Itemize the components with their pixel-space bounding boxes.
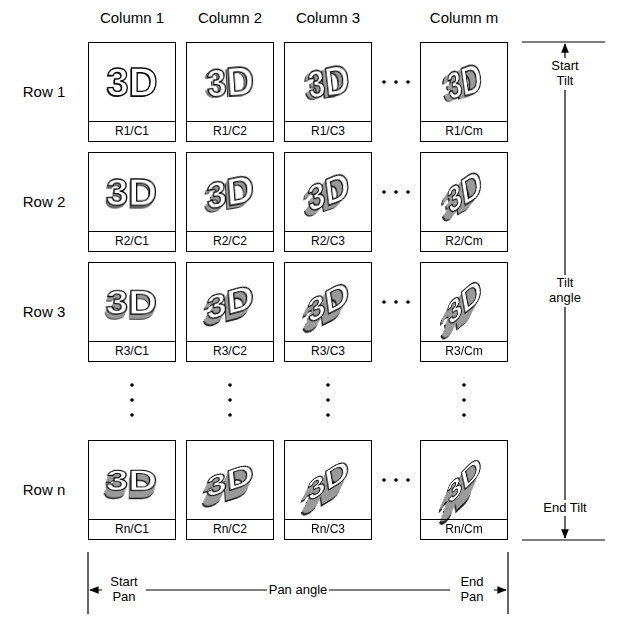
tilt-axis [522,42,605,540]
panel-caption: Rn/Cm [421,519,507,539]
view-area: 3D [89,153,175,231]
panel-caption: R2/C2 [187,231,273,251]
view-area: 3D [187,43,273,121]
extruded-3d-text: 3D [206,168,256,215]
view-panel: 3D R1/C2 [186,42,274,142]
view-panel: 3D R3/C2 [186,262,274,362]
panel-caption: R1/Cm [421,121,507,141]
axis-label: Start Pan [102,574,146,606]
panel-caption: R3/Cm [421,341,507,361]
view-panel: 3D R1/Cm [420,42,508,142]
extruded-3d-text: 3D [207,279,257,325]
panel-caption: R2/Cm [421,231,507,251]
extruded-3d-text: 3D [106,173,158,211]
grid-label: Column m [430,9,498,26]
grid-label: Row 1 [23,83,66,100]
panel-caption: R1/C3 [285,121,371,141]
view-area: 3D [421,153,507,231]
extruded-3d-text: 3D [307,165,353,218]
panel-caption: R3/C1 [89,341,175,361]
panel-caption: R2/C3 [285,231,371,251]
view-area: 3D [421,43,507,121]
view-panel: 3D Rn/Cm [420,440,508,540]
view-panel: 3D R2/C2 [186,152,274,252]
grid-label: Column 3 [296,9,360,26]
axis-label: Pan angle [267,582,330,599]
view-panel: 3D R1/C1 [88,42,176,142]
extruded-3d-text: 3D [307,455,353,507]
extruded-3d-text: 3D [106,62,157,102]
view-area: 3D [89,441,175,519]
extruded-3d-text: 3D [446,273,485,332]
panel-caption: R2/C1 [89,231,175,251]
extruded-3d-text: 3D [307,275,353,329]
extruded-3d-text: 3D [206,59,256,103]
extruded-3d-text: 3D [446,163,485,220]
view-panel: 3D R2/Cm [420,152,508,252]
panel-caption: R1/C2 [187,121,273,141]
view-area: 3D [285,263,371,341]
view-panel: 3D R2/C3 [284,152,372,252]
view-panel: 3D R3/Cm [420,262,508,362]
extruded-3d-text: 3D [307,57,353,104]
grid-label: Column 1 [100,9,164,26]
view-area: 3D [187,153,273,231]
view-panel: 3D Rn/C3 [284,440,372,540]
vertical-dots [130,383,466,417]
view-panel: 3D R2/C1 [88,152,176,252]
view-area: 3D [285,43,371,121]
grid-label: Row n [23,481,66,498]
panel-caption: Rn/C1 [89,519,175,539]
view-area: 3D [421,263,507,341]
grid-label: Row 3 [23,303,66,320]
extruded-3d-text: 3D [207,459,257,503]
extruded-3d-text: 3D [105,466,159,495]
axis-label: End Tilt [541,500,589,517]
extruded-3d-text: 3D [446,56,485,106]
view-area: 3D [89,263,175,341]
panel-caption: Rn/C3 [285,519,371,539]
panel-caption: Rn/C2 [187,519,273,539]
axis-label: Start Tilt [541,58,589,90]
view-area: 3D [421,441,507,519]
view-area: 3D [187,441,273,519]
grid-label: Row 2 [23,193,66,210]
view-area: 3D [89,43,175,121]
grid-label: Column 2 [198,9,262,26]
view-area: 3D [285,441,371,519]
view-panel: 3D R3/C1 [88,262,176,362]
pan-axis [88,552,508,614]
extruded-3d-text: 3D [105,286,158,320]
view-area: 3D [285,153,371,231]
axis-label: Tilt angle [541,275,589,307]
view-panel: 3D Rn/C1 [88,440,176,540]
panel-caption: R1/C1 [89,121,175,141]
axis-label: End Pan [450,574,494,606]
panel-caption: R3/C3 [285,341,371,361]
view-panel: 3D Rn/C2 [186,440,274,540]
extruded-3d-text: 3D [446,452,485,509]
view-area: 3D [187,263,273,341]
view-panel: 3D R3/C3 [284,262,372,362]
view-panel: 3D R1/C3 [284,42,372,142]
panel-caption: R3/C2 [187,341,273,361]
ellipsis-dots [382,80,410,482]
